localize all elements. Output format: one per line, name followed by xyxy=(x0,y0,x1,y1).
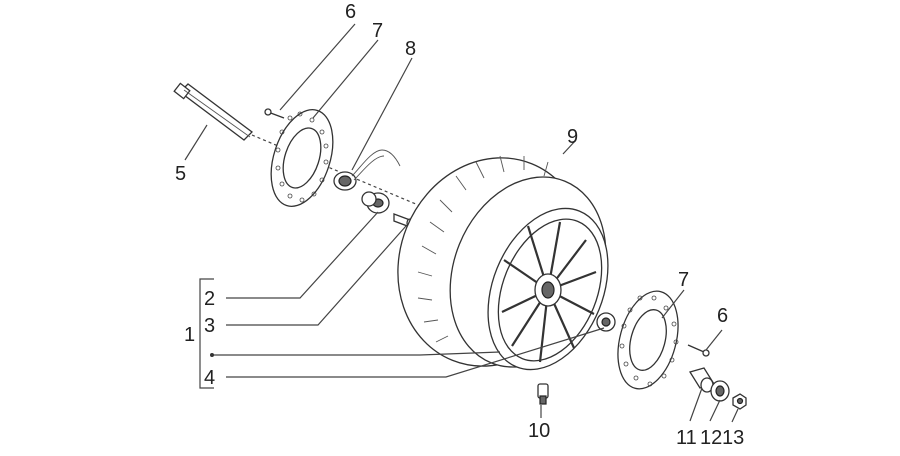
tyre-valve xyxy=(537,383,549,405)
callout-8: 8 xyxy=(405,38,416,60)
callout-6-left: 6 xyxy=(345,1,356,23)
leader-lines xyxy=(184,23,739,423)
callout-11: 11 xyxy=(676,427,697,449)
speedometer-drive xyxy=(333,149,401,191)
bracket-dot xyxy=(210,353,214,357)
bearing-left xyxy=(361,191,390,214)
callout-10: 10 xyxy=(528,420,550,442)
callout-7-right: 7 xyxy=(678,269,689,291)
callout-12: 12 xyxy=(700,427,722,449)
callout-5: 5 xyxy=(175,163,186,185)
axle-nut xyxy=(732,393,747,410)
wheel-rim xyxy=(487,207,609,371)
bearing-right xyxy=(596,312,616,332)
callout-2: 2 xyxy=(204,288,215,310)
callout-7-left: 7 xyxy=(372,20,383,42)
disc-screw-right xyxy=(687,344,710,357)
brake-disc-left xyxy=(270,109,334,207)
brake-disc-right xyxy=(617,290,679,390)
washer xyxy=(710,380,730,402)
callout-9: 9 xyxy=(567,126,578,148)
callout-labels: 1 2 3 4 5 6 7 8 9 7 6 10 11 12 13 xyxy=(175,1,744,449)
callout-3: 3 xyxy=(204,315,215,337)
disc-screw-left xyxy=(264,108,285,119)
callout-13: 13 xyxy=(722,427,744,449)
callout-1: 1 xyxy=(184,324,195,346)
callout-6-right: 6 xyxy=(717,305,728,327)
callout-4: 4 xyxy=(204,367,215,389)
